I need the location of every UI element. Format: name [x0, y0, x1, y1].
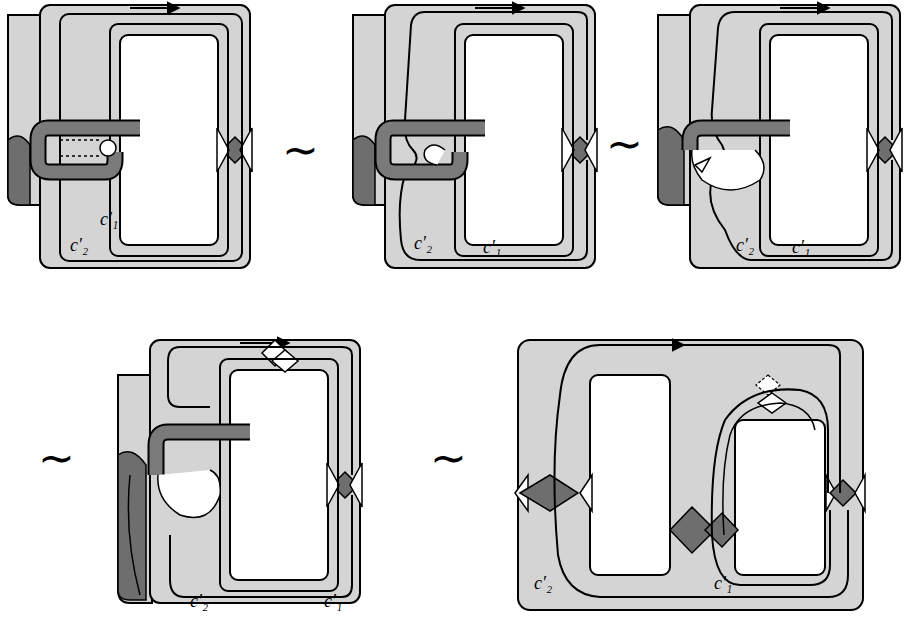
curve-label: c′₁ — [483, 238, 501, 256]
curve-label: c′₁ — [792, 238, 810, 256]
equivalence-symbol: ∼ — [606, 122, 643, 166]
curve-label: c′₁ — [324, 592, 342, 610]
equivalence-symbol: ∼ — [430, 436, 467, 480]
curve-label: c′₁ — [714, 574, 732, 592]
curve-label: c′₂ — [736, 236, 754, 254]
equivalence-symbol: ∼ — [38, 436, 75, 480]
surface-panel — [8, 5, 252, 268]
equivalence-symbol: ∼ — [282, 128, 319, 172]
surface-panel — [118, 340, 362, 603]
curve-label: c′₁ — [100, 210, 118, 228]
curve-label: c′₂ — [414, 234, 432, 252]
surface-panel — [515, 340, 865, 610]
curve-label: c′₂ — [190, 592, 208, 610]
curve-label: c′₂ — [534, 574, 552, 592]
surface-panel — [658, 5, 902, 268]
surface-panel — [353, 5, 597, 268]
curve-label: c′₂ — [70, 236, 88, 254]
